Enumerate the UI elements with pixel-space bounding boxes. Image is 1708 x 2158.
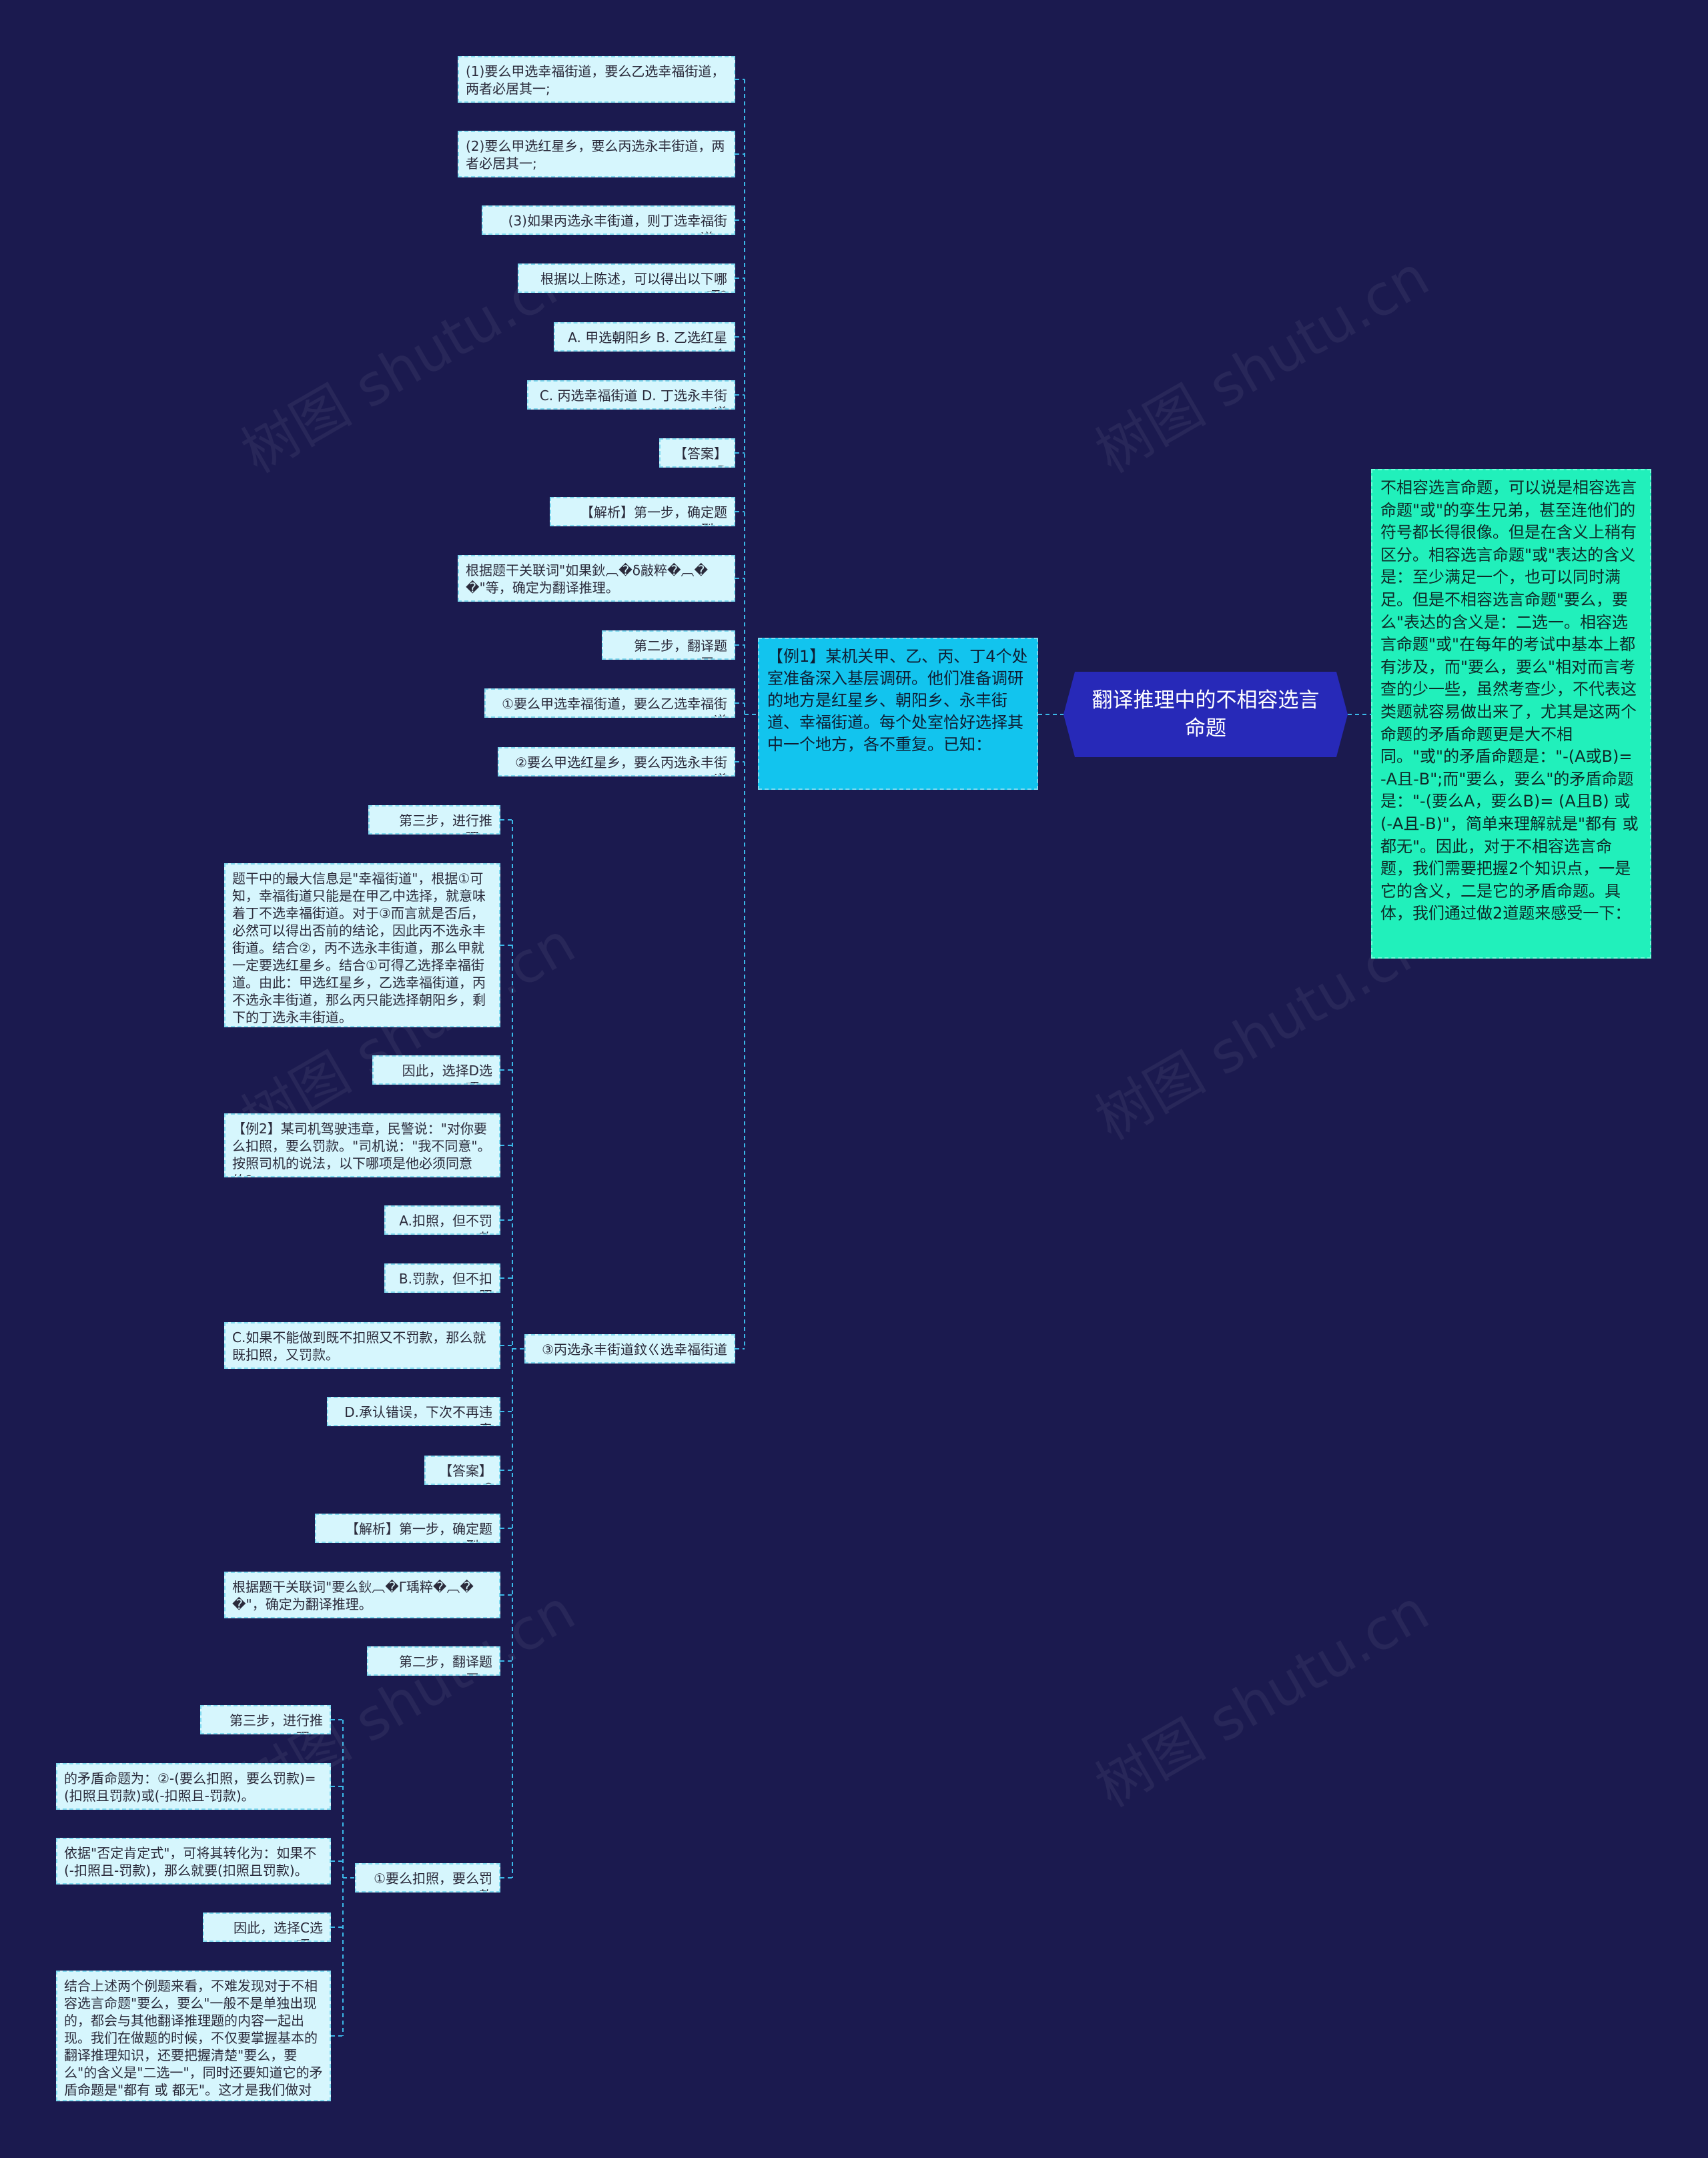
node-text: 依据"否定肯定式"，可将其转化为：如果不(-扣照且-罚款)，那么就要(扣照且罚款…	[64, 1845, 317, 1878]
example1-condition-node[interactable]: (1)要么甲选幸福街道，要么乙选幸福街道，两者必居其一;	[458, 56, 735, 103]
example1-option-node[interactable]: C. 丙选幸福街道 D. 丁选永丰街道	[527, 380, 735, 410]
example1-translation-node[interactable]: ③丙选永丰街道鈫ㄍ选幸福街道	[524, 1334, 735, 1364]
node-text: 根据题干关联词"如果鈥︹�δ敲粹�︹��"等，确定为翻译推理。	[466, 562, 708, 596]
root-topic-label: 翻译推理中的不相容选言命题	[1092, 688, 1320, 740]
node-text: 的矛盾命题为：②-(要么扣照，要么罚款)=(扣照且罚款)或(-扣照且-罚款)。	[64, 1770, 316, 1804]
node-text: (1)要么甲选幸福街道，要么乙选幸福街道，两者必居其一;	[466, 63, 725, 97]
node-text: ①要么扣照，要么罚款	[374, 1870, 492, 1891]
example1-answer-node[interactable]: 【答案】D	[659, 438, 735, 468]
root-topic[interactable]: 翻译推理中的不相容选言命题	[1063, 672, 1348, 757]
example2-option-node[interactable]: A.扣照，但不罚款	[384, 1205, 500, 1235]
node-text: C.如果不能做到既不扣照又不罚款，那么就既扣照，又罚款。	[232, 1329, 486, 1363]
node-text: (3)如果丙选永丰街道，则丁选幸福街道。	[508, 213, 727, 233]
node-text: 【解析】第一步，确定题型。	[346, 1521, 492, 1542]
example1-step-node[interactable]: 第二步，翻译题干。	[602, 630, 735, 660]
node-text: 第二步，翻译题干。	[634, 638, 727, 658]
node-text: 【答案】D	[674, 446, 727, 466]
watermark: 树图 shutu.cn	[1085, 1577, 1440, 1820]
node-text: D.承认错误，下次不再违章	[344, 1404, 492, 1425]
node-text: ③丙选永丰街道鈫ㄍ选幸福街道	[542, 1341, 727, 1358]
example1-analysis-node[interactable]: 根据题干关联词"如果鈥︹�δ敲粹�︹��"等，确定为翻译推理。	[458, 555, 735, 602]
reasoning-step-node[interactable]: 第三步，进行推理。	[200, 1705, 331, 1734]
node-text: (2)要么甲选红星乡，要么丙选永丰街道，两者必居其一;	[466, 138, 725, 171]
example2-option-node[interactable]: D.承认错误，下次不再违章	[327, 1397, 500, 1426]
example2-translation-node[interactable]: ①要么扣照，要么罚款	[355, 1863, 500, 1893]
example1-analysis-node[interactable]: 【解析】第一步，确定题型。	[550, 497, 735, 526]
watermark: 树图 shutu.cn	[1085, 243, 1440, 486]
node-text: 结合上述两个例题来看，不难发现对于不相容选言命题"要么，要么"一般不是单独出现的…	[64, 1978, 323, 2100]
node-text: 根据以上陈述，可以得出以下哪项?	[540, 271, 727, 292]
example2-node[interactable]: 【例2】某司机驾驶违章，民警说："对你要么扣照，要么罚款。"司机说："我不同意"…	[224, 1113, 500, 1177]
example1-condition-node[interactable]: (3)如果丙选永丰街道，则丁选幸福街道。	[482, 205, 735, 235]
node-text: ①要么甲选幸福街道，要么乙选幸福街道	[502, 696, 727, 716]
reasoning-step-node[interactable]: 第三步，进行推理。	[368, 805, 500, 835]
reasoning-detail-node[interactable]: 题干中的最大信息是"幸福街道"，根据①可知，幸福街道只能是在甲乙中选择，就意味着…	[224, 863, 500, 1027]
example2-step-node[interactable]: 第二步，翻译题干。	[367, 1646, 500, 1676]
node-text: 第三步，进行推理。	[399, 813, 492, 833]
node-text: 第三步，进行推理。	[230, 1712, 323, 1733]
example1-node[interactable]: 【例1】某机关甲、乙、丙、丁4个处室准备深入基层调研。他们准备调研的地方是红星乡…	[758, 638, 1038, 790]
example2-analysis-node[interactable]: 【解析】第一步，确定题型。	[315, 1514, 500, 1543]
node-text: 根据题干关联词"要么鈥︹�Γ瑀粹�︹��"，确定为翻译推理。	[232, 1579, 474, 1612]
example1-option-node[interactable]: A. 甲选朝阳乡 B. 乙选红星乡	[554, 322, 735, 352]
example2-option-node[interactable]: B.罚款，但不扣照	[384, 1263, 500, 1293]
example1-translation-node[interactable]: ②要么甲选红星乡，要么丙选永丰街道	[498, 747, 735, 776]
example1-question-node[interactable]: 根据以上陈述，可以得出以下哪项?	[518, 263, 735, 293]
node-text: A. 甲选朝阳乡 B. 乙选红星乡	[568, 330, 727, 350]
node-text: C. 丙选幸福街道 D. 丁选永丰街道	[539, 388, 727, 408]
example1-translation-node[interactable]: ①要么甲选幸福街道，要么乙选幸福街道	[484, 688, 735, 718]
node-text: 因此，选择D选项。	[402, 1063, 492, 1083]
node-text: 因此，选择C选项。	[234, 1920, 323, 1941]
example2-answer-node[interactable]: 【答案】C	[424, 1456, 500, 1485]
node-text: 第二步，翻译题干。	[399, 1654, 492, 1674]
node-text: B.罚款，但不扣照	[398, 1271, 492, 1291]
node-text: 【答案】C	[439, 1463, 492, 1484]
node-text: ②要么甲选红星乡，要么丙选永丰街道	[515, 754, 727, 775]
intro-text: 不相容选言命题，可以说是相容选言命题"或"的孪生兄弟，甚至连他们的符号都长得很像…	[1380, 478, 1639, 923]
summary-node[interactable]: 结合上述两个例题来看，不难发现对于不相容选言命题"要么，要么"一般不是单独出现的…	[56, 1971, 331, 2101]
example2-analysis-node[interactable]: 根据题干关联词"要么鈥︹�Γ瑀粹�︹��"，确定为翻译推理。	[224, 1572, 500, 1618]
example1-condition-node[interactable]: (2)要么甲选红星乡，要么丙选永丰街道，两者必居其一;	[458, 131, 735, 177]
node-text: 【解析】第一步，确定题型。	[580, 504, 727, 525]
node-text: 【例2】某司机驾驶违章，民警说："对你要么扣照，要么罚款。"司机说："我不同意"…	[232, 1121, 491, 1176]
node-text: A.扣照，但不罚款	[399, 1213, 492, 1233]
transformation-node[interactable]: 依据"否定肯定式"，可将其转化为：如果不(-扣照且-罚款)，那么就要(扣照且罚款…	[56, 1838, 331, 1884]
conclusion-node[interactable]: 因此，选择C选项。	[203, 1913, 331, 1942]
contradiction-node[interactable]: 的矛盾命题为：②-(要么扣照，要么罚款)=(扣照且罚款)或(-扣照且-罚款)。	[56, 1763, 331, 1810]
example2-option-node[interactable]: C.如果不能做到既不扣照又不罚款，那么就既扣照，又罚款。	[224, 1322, 500, 1369]
conclusion-node[interactable]: 因此，选择D选项。	[372, 1055, 500, 1085]
node-text: 题干中的最大信息是"幸福街道"，根据①可知，幸福街道只能是在甲乙中选择，就意味着…	[232, 871, 486, 1025]
example1-text: 【例1】某机关甲、乙、丙、丁4个处室准备深入基层调研。他们准备调研的地方是红星乡…	[767, 647, 1028, 754]
intro-node[interactable]: 不相容选言命题，可以说是相容选言命题"或"的孪生兄弟，甚至连他们的符号都长得很像…	[1371, 469, 1651, 959]
